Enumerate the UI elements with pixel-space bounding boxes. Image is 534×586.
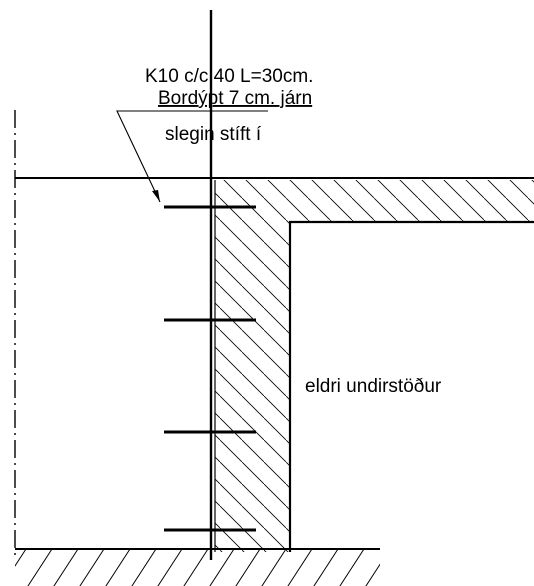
annotation-line-1: K10 c/c 40 L=30cm. <box>145 66 313 87</box>
leader-arrowhead <box>152 190 160 202</box>
soil-hatch <box>15 550 380 586</box>
annotation-line-3: slegin stíft í <box>165 124 262 145</box>
existing-foundation-label: eldri undirstöður <box>305 376 442 397</box>
leader-line <box>116 110 268 203</box>
existing-foundation-outline <box>288 220 534 552</box>
existing-foundation-hatch <box>215 180 534 552</box>
annotation-line-2: Bordýpt 7 cm. járn <box>158 88 312 109</box>
